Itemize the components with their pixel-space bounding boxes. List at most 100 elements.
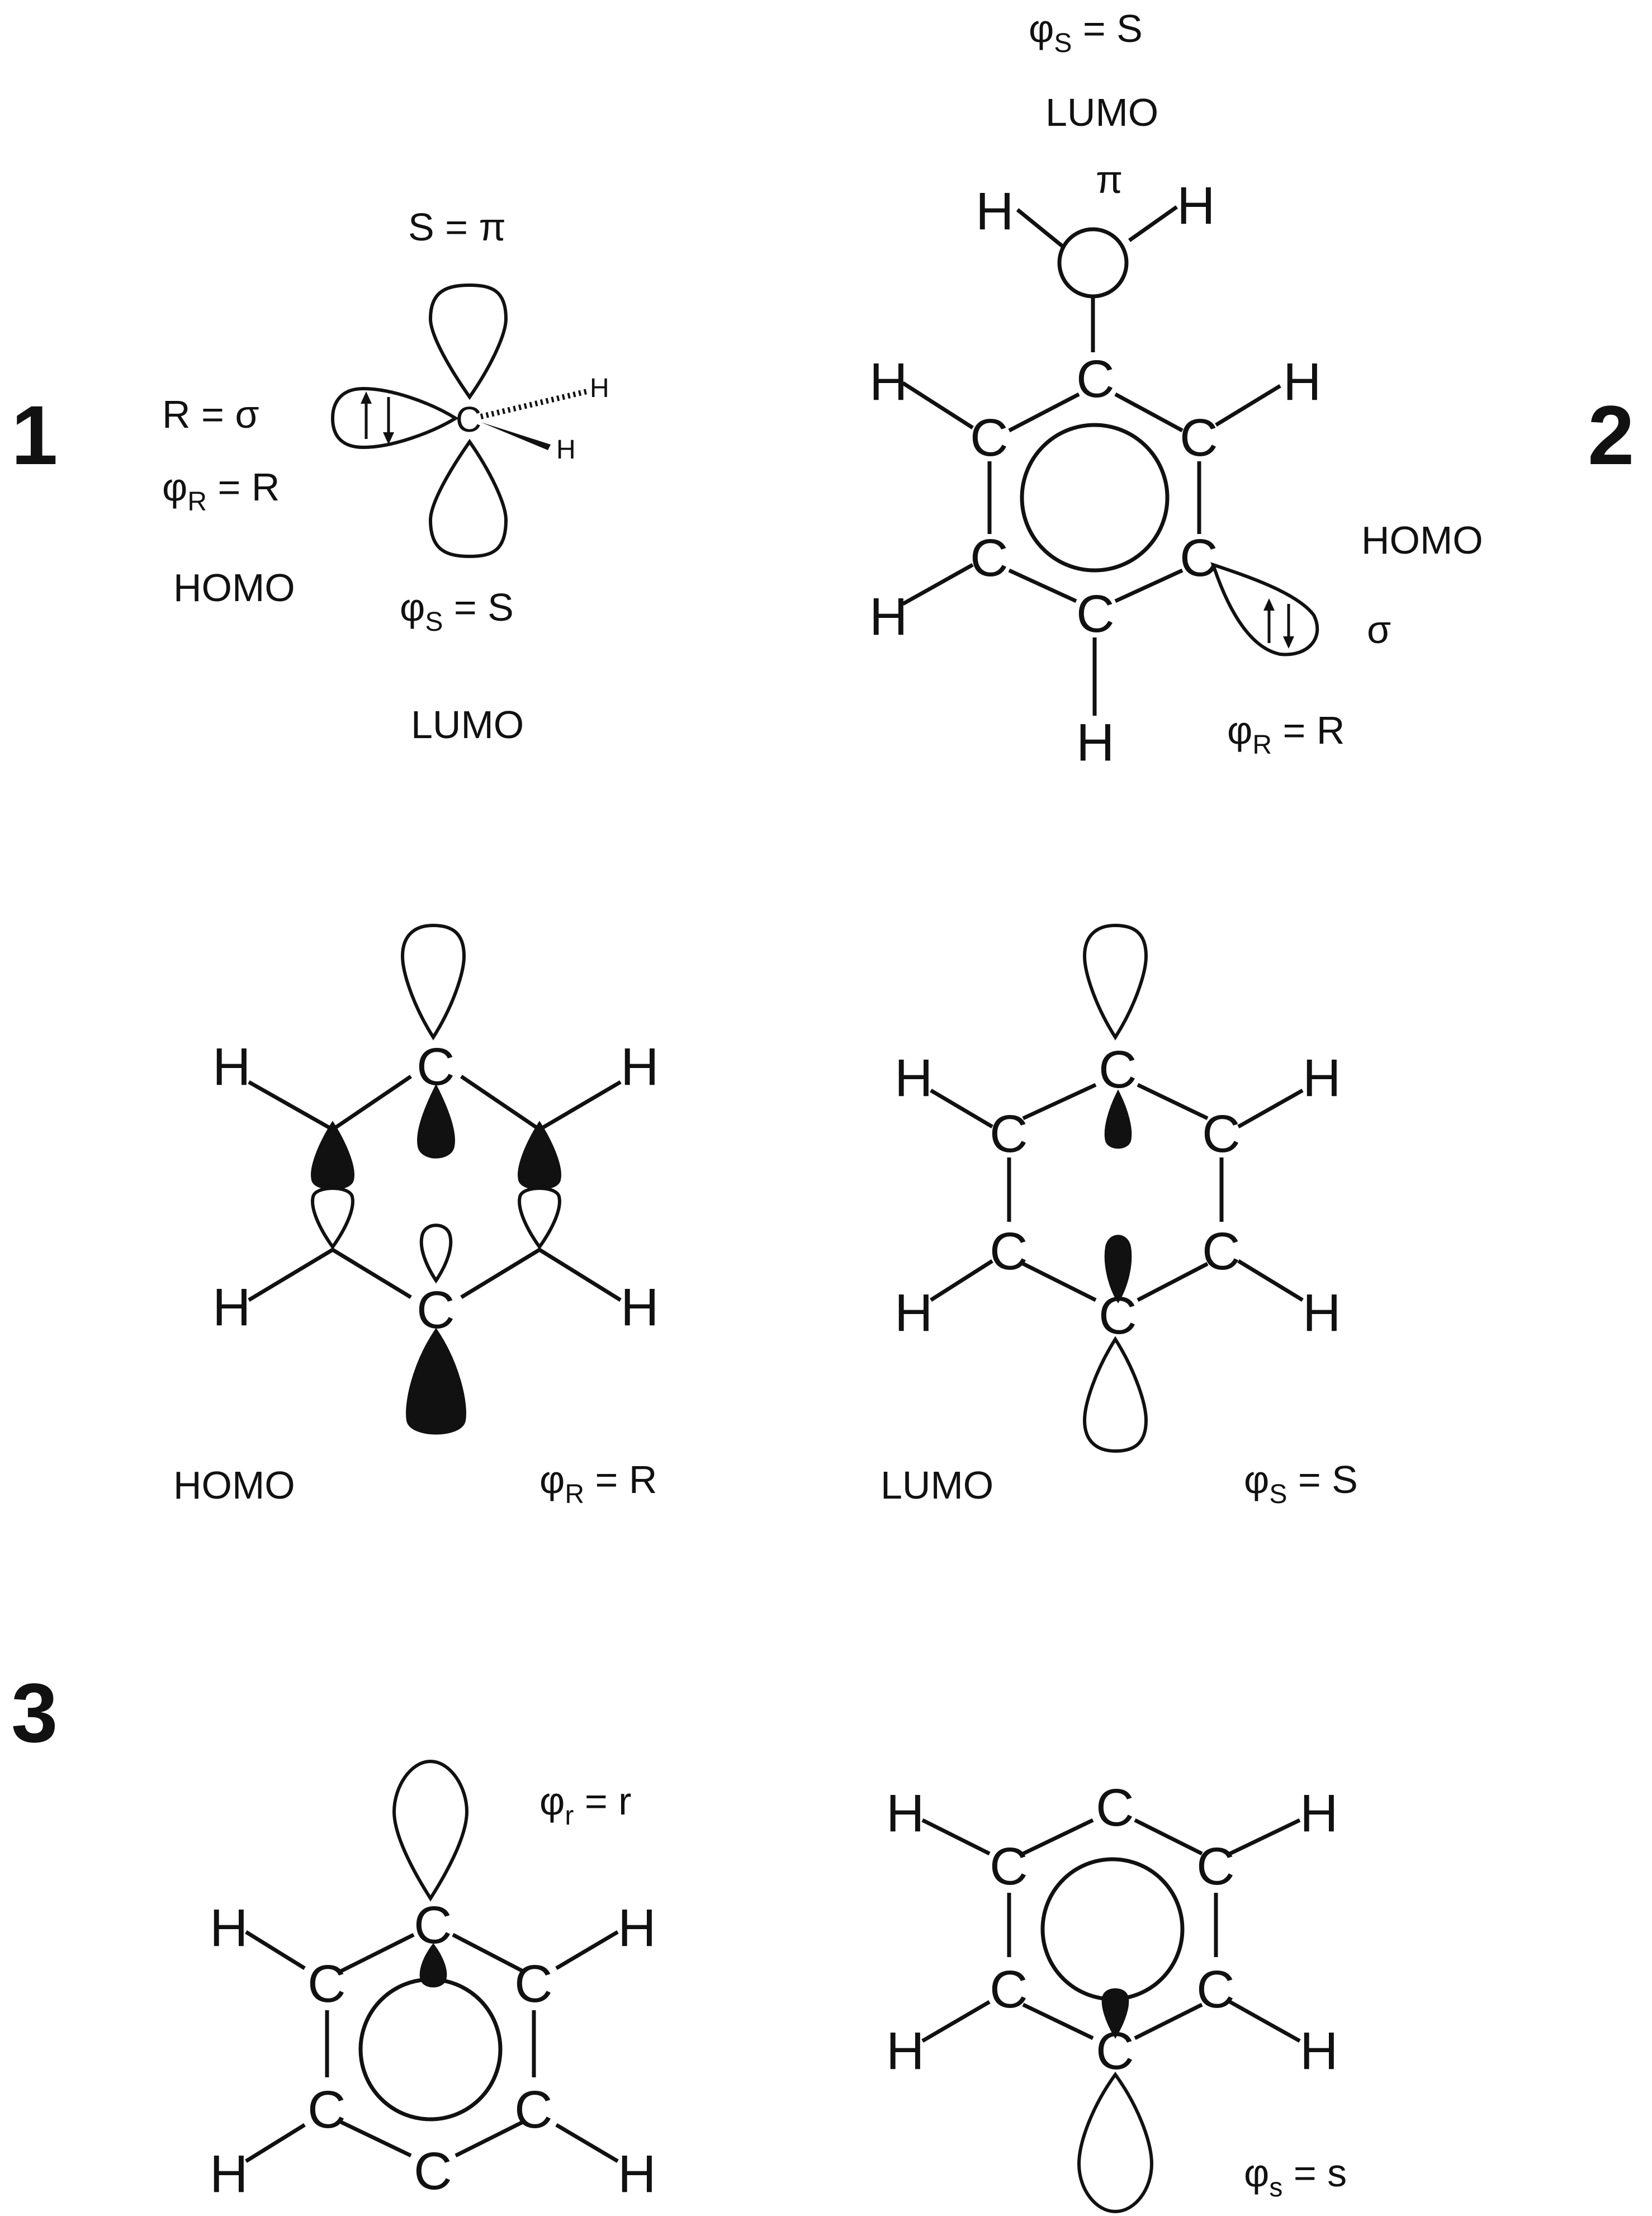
hydrogen: H xyxy=(976,182,1014,241)
hydrogen-bottom: H xyxy=(556,435,576,465)
ring-bond xyxy=(1114,392,1184,433)
hydrogen: H xyxy=(894,1048,933,1108)
panel-2: 2 φS = S LUMO π H H C C C C C C H H xyxy=(869,7,1634,772)
ring-bond xyxy=(1008,568,1077,603)
bond xyxy=(1229,1818,1301,1856)
lumo-label: LUMO xyxy=(1045,91,1158,134)
hydrogen: H xyxy=(869,587,908,646)
bond xyxy=(555,2123,619,2163)
panel-number-3: 3 xyxy=(11,1666,58,1760)
ring-bond xyxy=(1134,1818,1203,1856)
bond xyxy=(930,1088,993,1129)
panel-mid-right: C H H C C C C C H H LUMO φS = S xyxy=(881,923,1358,1509)
orbital-lobe xyxy=(1082,923,1148,1041)
phi-r-label: φR = R xyxy=(162,465,280,517)
bond xyxy=(1237,1088,1304,1129)
hydrogen: H xyxy=(1076,713,1115,772)
hydrogen: H xyxy=(869,352,908,412)
hydrogen: H xyxy=(212,1037,251,1097)
orbital-lobe xyxy=(518,1187,561,1250)
ring-bond xyxy=(332,1075,412,1131)
bond xyxy=(1229,2000,1301,2043)
pi-label: π xyxy=(1096,158,1123,201)
hydrogen: H xyxy=(618,1898,656,1958)
ring-bond xyxy=(340,2120,412,2158)
orbital-lobe xyxy=(1077,2071,1154,2214)
ring-bond xyxy=(340,1932,415,1973)
phi-s-label: φS = S xyxy=(400,585,514,637)
hashed-bond xyxy=(480,389,588,419)
bond xyxy=(930,1259,993,1302)
carbon-atom: C xyxy=(1099,1286,1137,1345)
hydrogen: H xyxy=(1300,2021,1338,2081)
panel-number-1: 1 xyxy=(11,388,58,482)
homo-label: HOMO xyxy=(173,1463,295,1507)
carbon-atom: C xyxy=(1180,408,1218,467)
carbon-atom: C xyxy=(1099,1040,1137,1099)
s-definition: S = π xyxy=(408,205,506,249)
bond xyxy=(1128,205,1178,242)
electron-pair-icon xyxy=(361,391,394,445)
hydrogen: H xyxy=(210,1898,248,1958)
bond xyxy=(245,1930,306,1970)
bond xyxy=(248,1080,334,1132)
orbital-lobe xyxy=(400,923,466,1041)
homo-label: HOMO xyxy=(173,566,295,609)
hydrogen: H xyxy=(1303,1283,1341,1343)
sigma-orbital-lobe xyxy=(330,386,459,450)
ring-bond xyxy=(460,1248,541,1299)
hydrogen: H xyxy=(621,1037,659,1097)
aromatic-circle xyxy=(358,1977,503,2121)
bond xyxy=(555,1930,619,1971)
ring-bond xyxy=(1022,1083,1097,1121)
bond xyxy=(902,563,974,606)
carbon-atom: C xyxy=(1196,1960,1235,2019)
orbital-lobe-filled xyxy=(417,1084,455,1159)
carbon-atom: C xyxy=(1096,1778,1134,1837)
carbon-atom: C xyxy=(990,1104,1028,1164)
carbon-atom: C xyxy=(1076,584,1115,644)
bond xyxy=(921,1818,991,1856)
orbital-lobe-filled xyxy=(1104,1235,1132,1303)
carbon-atom: C xyxy=(970,528,1009,588)
carbon-atom: C xyxy=(1202,1104,1241,1164)
phi-s-label: φS = S xyxy=(1244,1458,1358,1509)
carbon-atom: C xyxy=(1076,349,1115,409)
hydrogen-top: H xyxy=(590,374,609,403)
hydrogen: H xyxy=(1303,1048,1341,1108)
hydrogen: H xyxy=(212,1278,251,1337)
phi-s-label: φs = s xyxy=(1244,2151,1347,2203)
orbital-lobe-filled xyxy=(518,1121,561,1190)
hydrogen: H xyxy=(618,2144,656,2204)
orbital-lobe-filled xyxy=(406,1327,466,1435)
bond xyxy=(538,1080,622,1132)
panel-mid-left: C H H C H H HOMO φR = R xyxy=(173,923,659,1509)
hydrogen: H xyxy=(621,1278,659,1337)
benzene-ring: C C C C C C xyxy=(970,349,1218,644)
bond xyxy=(1237,1259,1304,1302)
ring-bond xyxy=(1022,1818,1094,1856)
ring-bond xyxy=(332,1248,412,1299)
electron-pair-icon xyxy=(1263,598,1294,649)
hydrogen: H xyxy=(210,2144,248,2204)
hydrogen: H xyxy=(886,1784,925,1843)
ring-bond xyxy=(1134,2002,1203,2040)
aromatic-circle xyxy=(1040,1857,1185,2001)
ring-bond xyxy=(452,1932,524,1973)
ring-bond xyxy=(1114,568,1184,603)
aromatic-circle xyxy=(1020,423,1170,573)
lumo-label: LUMO xyxy=(881,1463,993,1507)
ring-bond xyxy=(1022,2002,1094,2040)
wedge-bond xyxy=(481,422,551,450)
orbital-lobe xyxy=(311,1187,354,1250)
sigma-label: σ xyxy=(1367,608,1391,651)
bond xyxy=(538,1248,622,1302)
carbon-atom: C xyxy=(307,1954,346,2014)
orbital-lobe xyxy=(1082,1336,1148,1453)
ring-bond xyxy=(455,2120,524,2158)
hydrogen: H xyxy=(886,2021,925,2081)
carbon-atom: C xyxy=(990,1837,1028,1896)
carbon-atom: C xyxy=(1196,1837,1235,1896)
phi-r-label: φr = r xyxy=(539,1779,631,1831)
